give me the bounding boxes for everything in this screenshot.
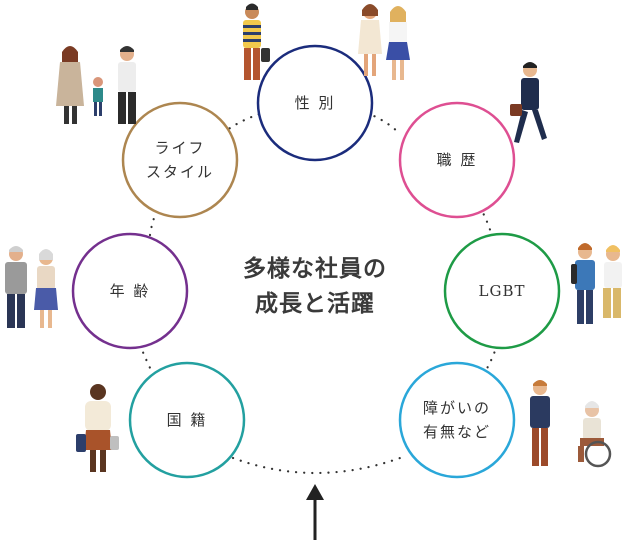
- couple-with-backpacks-icon: [571, 243, 622, 324]
- node-label-age: 年 齢: [109, 282, 151, 300]
- elderly-couple-icon: [5, 246, 58, 328]
- node-circle-career: [398, 101, 516, 219]
- node-circle-disability: [398, 361, 516, 479]
- node-circle-nationality: [128, 361, 246, 479]
- node-circle-lgbt: [443, 232, 561, 350]
- family-with-child-icon: [56, 46, 136, 124]
- wheelchair-conversation-icon: [530, 380, 612, 468]
- node-circle-lifestyle: [121, 101, 239, 219]
- two-women-talking-icon: [358, 4, 410, 80]
- node-label-nationality: 国 籍: [166, 411, 208, 429]
- man-striped-shirt-icon: [243, 3, 270, 80]
- woman-with-bags-icon: [76, 384, 119, 472]
- up-arrow-icon: [306, 484, 324, 540]
- connector-bottom-gap: [231, 456, 402, 475]
- node-label-disability: 障がいの 有無など: [422, 399, 491, 441]
- node-label-lifestyle: ライフ スタイル: [145, 139, 214, 181]
- center-title: 多様な社員の 成長と活躍: [243, 256, 387, 317]
- node-label-gender: 性 別: [294, 94, 336, 112]
- node-label-lgbt: LGBT: [478, 282, 526, 300]
- connector-nationality-age: [138, 343, 154, 374]
- businessman-walking-icon: [510, 62, 547, 143]
- node-circle-age: [71, 232, 189, 350]
- connector-gender-career: [365, 111, 400, 134]
- node-circle-gender: [256, 44, 374, 162]
- node-label-career: 職 歴: [436, 151, 478, 169]
- connector-career-lgbt: [478, 205, 494, 238]
